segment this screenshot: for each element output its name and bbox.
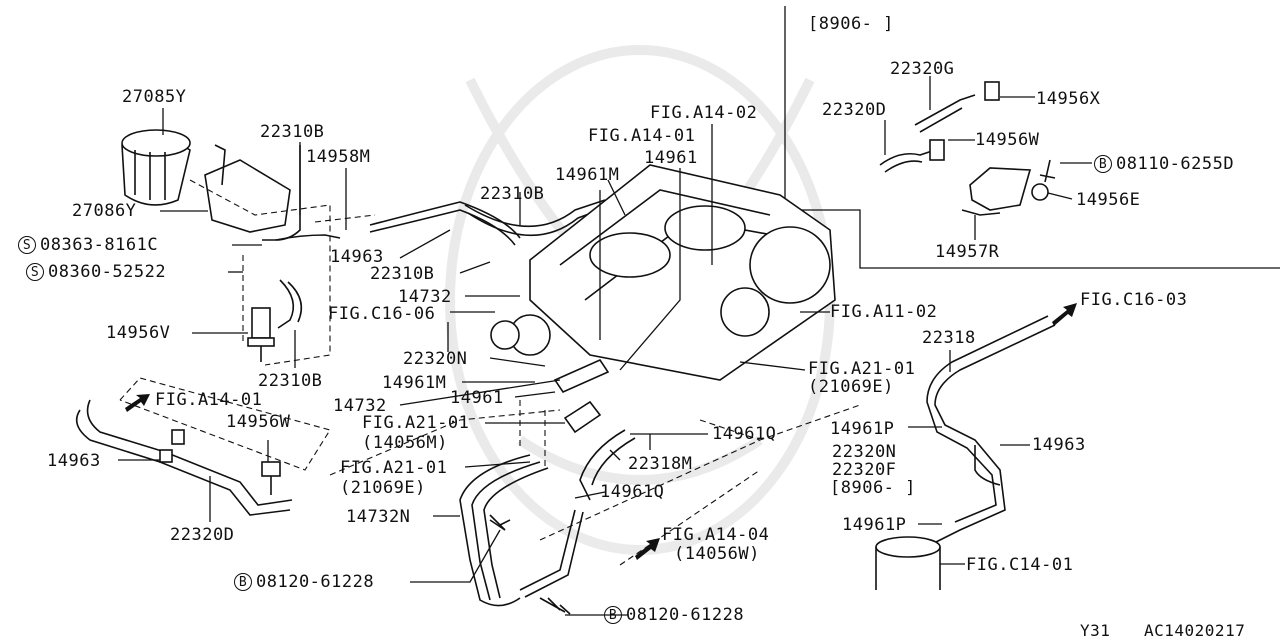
canister-27085Y [121,129,191,206]
part-label-14956W-inset: 14956W [975,130,1040,150]
part-label-22320D-inset: 22320D [822,100,887,120]
valve-14956V [247,307,275,362]
part-label-14961P-b: 14961P [842,515,907,535]
part-label-22310B-top: 22310B [260,122,325,142]
part-label-14961Q-b: 14961Q [600,482,665,502]
intake-manifold [490,164,836,381]
part-label-22320N-b: 22320N [832,442,897,462]
version-bracket-inset: [8906- ] [808,14,894,34]
part-label-14957R: 14957R [935,242,1000,262]
fig-ref-a21-01-c[interactable]: FIG.A21-01 [808,359,916,379]
part-label-14956E: 14956E [1076,190,1141,210]
part-label-14961-a: 14961 [644,148,698,168]
fig-ref-c16-03[interactable]: FIG.C16-03 [1080,290,1188,310]
part-label-22320F: 22320F [832,460,897,480]
inset-solenoid-assembly [879,81,1056,216]
ref-14056M: (14056M) [362,433,448,453]
fig-ref-a14-01-top[interactable]: FIG.A14-01 [588,126,696,146]
part-label-14956W-left: 14956W [226,412,291,432]
pipe-22318 [926,315,1056,546]
ref-21069E-a: (21069E) [340,478,426,498]
part-label-14732N: 14732N [346,507,411,527]
bracket-27086Y [204,159,291,233]
part-label-14732-a: 14732 [398,287,452,307]
arrow-fig-a14-04 [635,538,660,560]
fig-ref-a14-04[interactable]: FIG.A14-04 [662,525,770,545]
version-bracket-lower: [8906- ] [830,478,916,498]
b-symbol: B [234,573,252,591]
hose-14732N [459,454,549,607]
inset-border [784,6,1280,269]
arrow-fig-a14-01 [125,394,150,412]
part-label-14956V: 14956V [106,323,171,343]
part-label-22310B-upper: 22310B [480,184,545,204]
part-label-22310B-mid: 22310B [370,264,435,284]
model-code: Y31 [1080,621,1111,640]
s-symbol: S [26,263,44,281]
part-number-08120-a: 08120-61228 [256,572,375,592]
hose-22318M [579,429,636,501]
part-number-08363: 08363-8161C [40,235,159,255]
ref-14056W: (14056W) [674,544,760,564]
part-label-14963-b: 14963 [47,451,101,471]
fig-ref-a14-02[interactable]: FIG.A14-02 [650,103,758,123]
canister-fig-c14-01 [875,536,941,590]
fig-ref-a14-01-left[interactable]: FIG.A14-01 [155,390,263,410]
part-label-22320N-a: 22320N [403,349,468,369]
fig-ref-c16-06[interactable]: FIG.C16-06 [328,304,436,324]
part-number-08360: 08360-52522 [48,262,167,282]
part-label-14961-b: 14961 [450,388,504,408]
part-label-14963-a: 14963 [330,247,384,267]
bolt-08120-lower [539,597,571,615]
s-symbol: S [18,236,36,254]
part-label-14963-c: 14963 [1032,435,1086,455]
pipe-14732 [553,358,610,394]
fig-ref-a11-02[interactable]: FIG.A11-02 [830,302,938,322]
fig-ref-a21-01-b[interactable]: FIG.A21-01 [340,458,448,478]
part-label-14961M-b: 14961M [382,373,447,393]
leader-lines [118,76,1092,616]
part-label-14961M-a: 14961M [555,165,620,185]
hose-22320D-left [75,399,293,516]
b-symbol: B [1094,155,1112,173]
part-label-22318: 22318 [922,328,976,348]
part-number-08120-b: 08120-61228 [626,605,745,625]
part-label-14732-b: 14732 [333,396,387,416]
part-label-22318M: 22318M [628,454,693,474]
part-label-22310B-lower: 22310B [258,371,323,391]
part-label-14961P-a: 14961P [830,419,895,439]
part-number-08110: 08110-6255D [1116,154,1235,174]
part-label-14956X: 14956X [1036,89,1101,109]
fig-ref-c14-01[interactable]: FIG.C14-01 [966,555,1074,575]
fig-ref-a21-01-a[interactable]: FIG.A21-01 [362,413,470,433]
part-label-14958M: 14958M [306,147,371,167]
bolt-08120-upper [489,514,511,531]
part-label-14961Q-a: 14961Q [712,424,777,444]
part-label-22320D-left: 22320D [170,525,235,545]
ref-21069E-b: (21069E) [808,377,894,397]
diagram-code: AC14020217 [1144,621,1246,640]
part-label-27085Y: 27085Y [122,87,187,107]
arrow-fig-c16-03 [1052,303,1077,326]
part-label-27086Y: 27086Y [72,201,137,221]
part-label-22320G: 22320G [890,59,955,79]
b-symbol: B [604,606,622,624]
valve-14956W-left [261,461,281,495]
